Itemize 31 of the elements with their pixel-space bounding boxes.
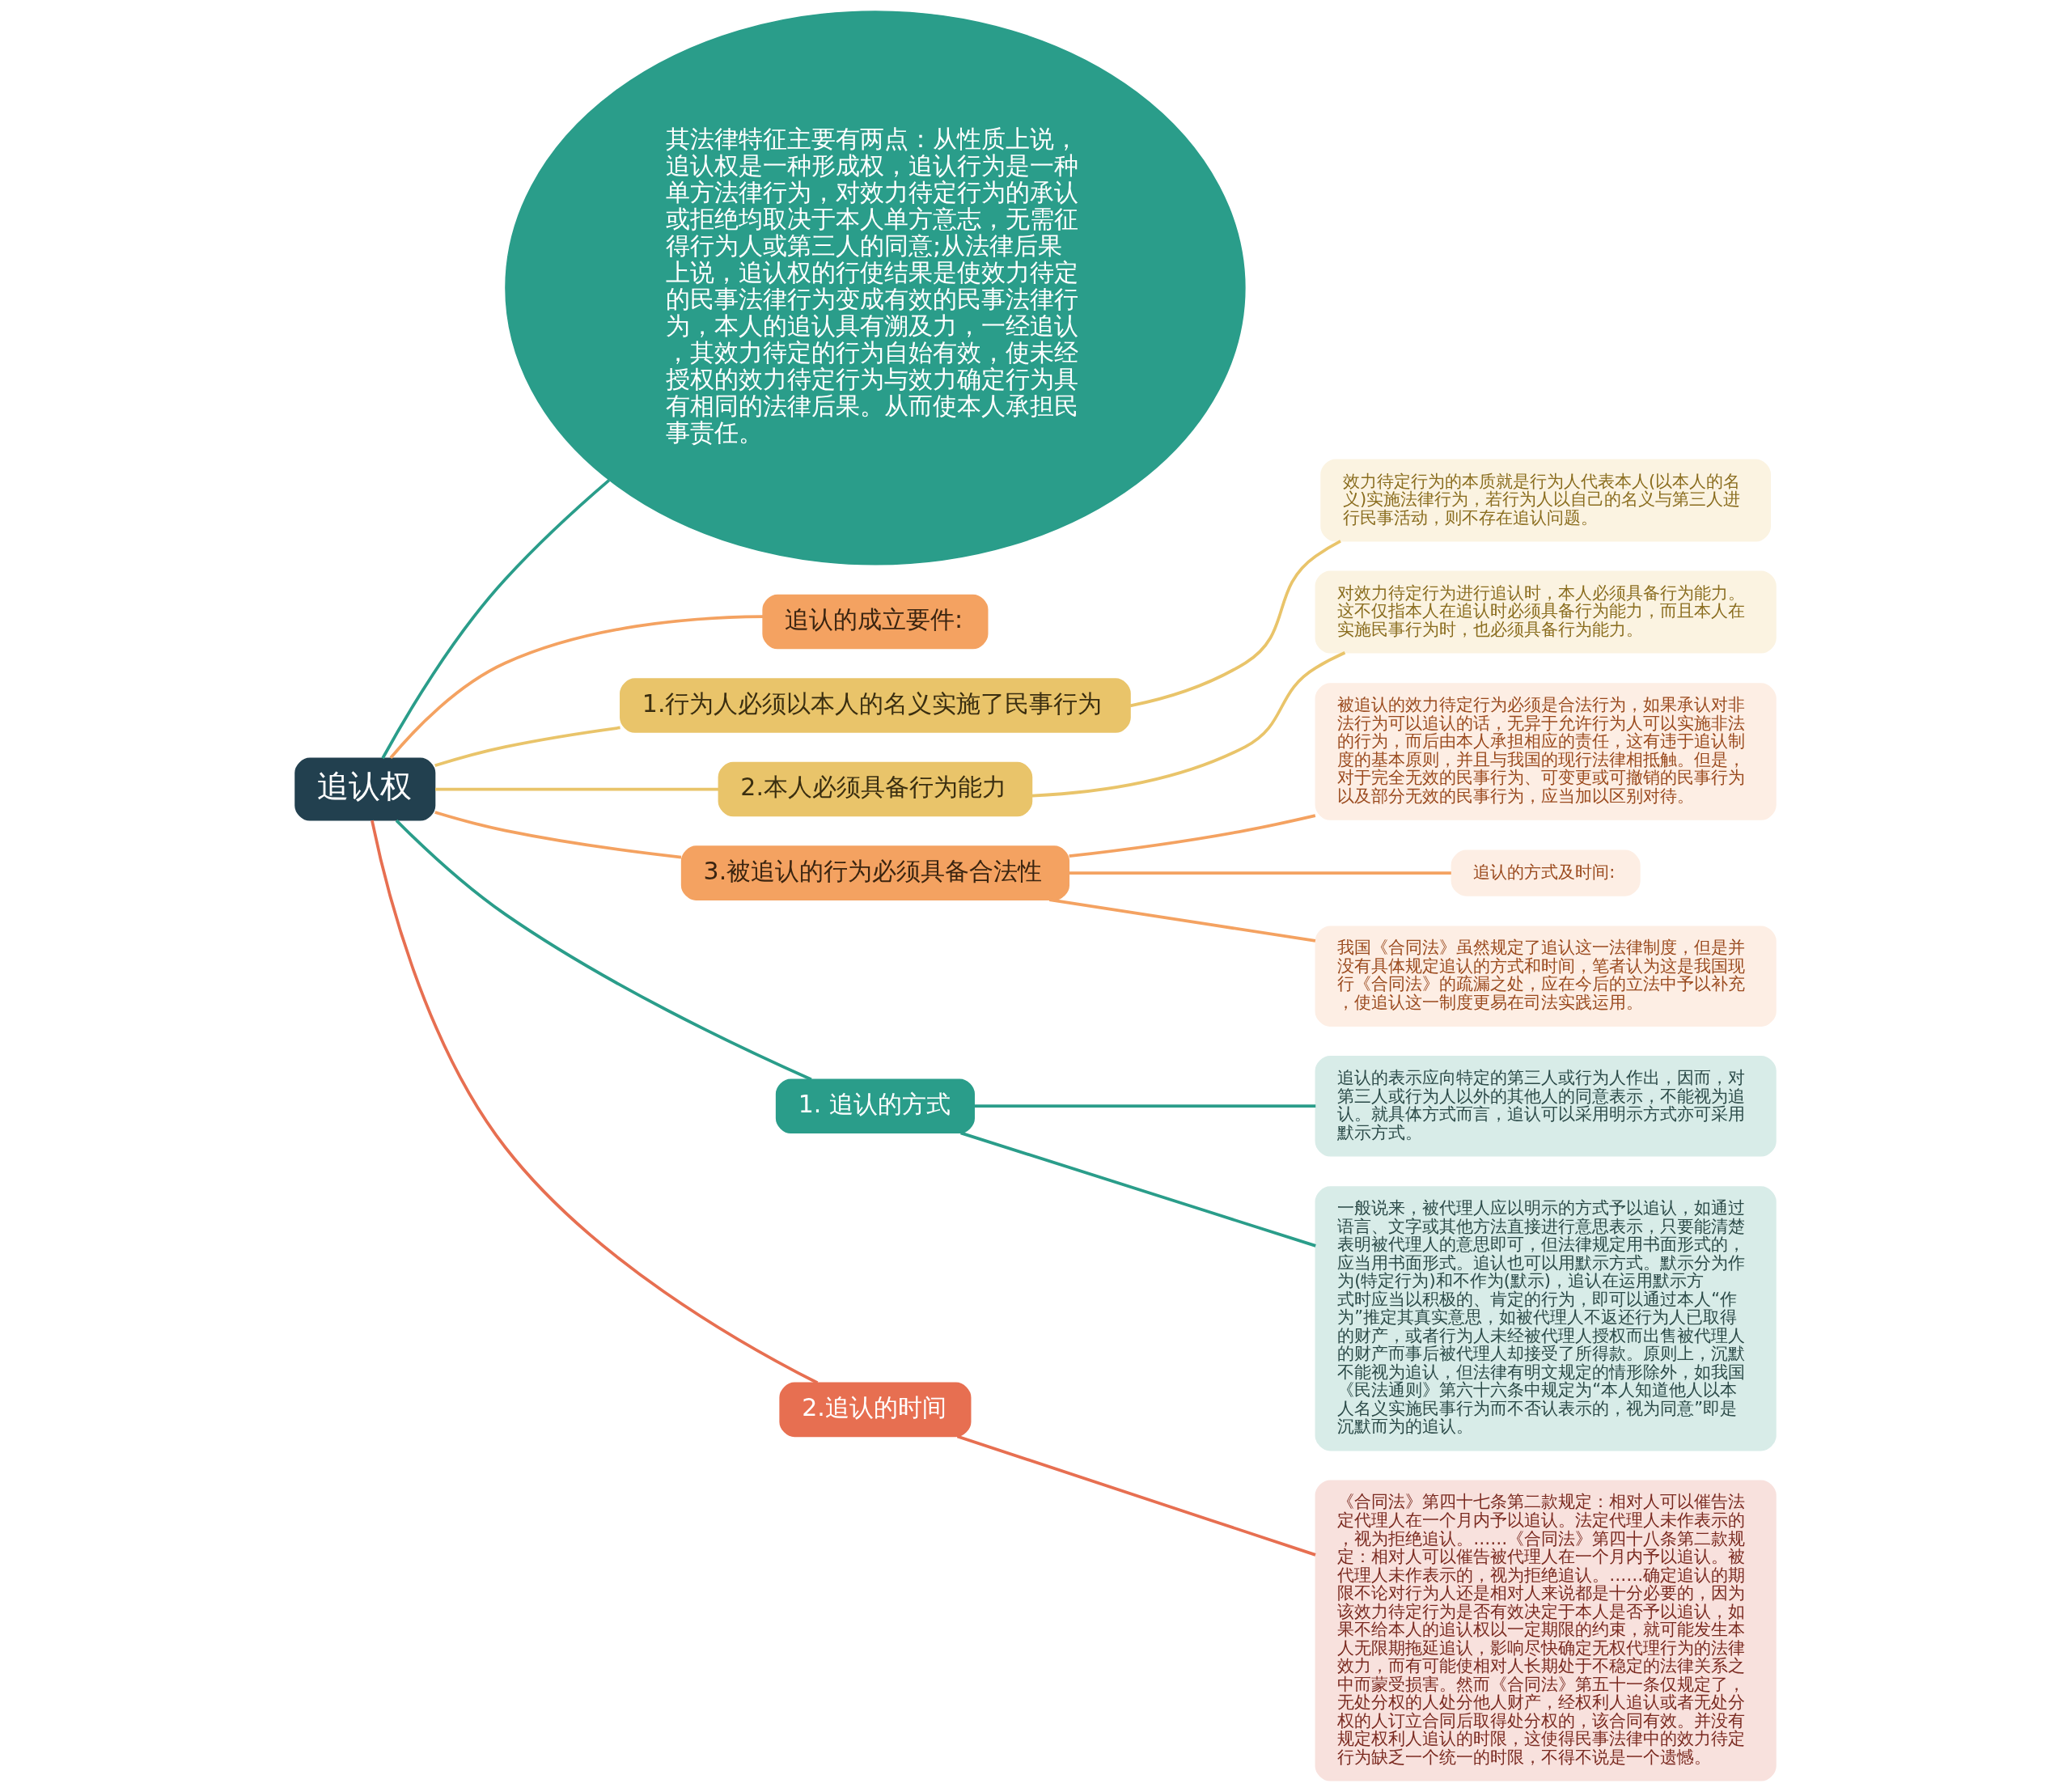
connector <box>956 1434 1316 1557</box>
node-box: 一般说来，被代理人应以明示的方式予以追认，如通过语言、文字或其他方法直接进行意思表示，只要能清楚表明被代理人的意思即可，但法律规定用书面形式的，应当用书面形式。追认也可以用默示方式。默示分为作为(特定行为)和不作为(默示)，追认在运用默示方式时应当以积极的、肯定的行为，即可以通过本人“作为”推定其真实意思，如被代理人不返还行为人已取得的财产，或者行为人未经被代理人授权而出售被代理人的财产而事后被代理人却接受了所得款。原则上，沉默不能视为追认，但法律有明文规定的情形除外，如我国《民法通则》第六十六条中规定为“本人知道他人以本人名义实施民事行为而不否认表示的，视为同意”即是沉默而为的追认。 <box>1315 1186 1777 1451</box>
connector <box>1069 814 1316 858</box>
node-box: 被追认的效力待定行为必须是合法行为，如果承认对非法行为可以追认的话，无异于允许行为人可以实施非法的行为，而后由本人承担相应的责任，这有违于追认制度的基本原则，并且与我国的现行法律相抵触。但是，对于完全无效的民事行为、可变更或可撤销的民事行为以及部分无效的民事行为，应当加以区别对待。 <box>1315 683 1777 820</box>
node-box: 追认的表示应向特定的第三人或行为人作出，因而，对第三人或行为人以外的其他人的同意表示，不能视为追认。就具体方式而言，追认可以采用明示方式亦可采用默示方式。 <box>1315 1055 1777 1157</box>
node-ellipse: 其法律特征主要有两点：从性质上说，追认权是一种形成权，追认行为是一种单方法律行为，对效力待定行为的承认或拒绝均取决于本人单方意志，无需征得行为人或第三人的同意;从法律后果上说，追认权的行使结果是使效力待定的民事法律行为变成有效的民事法律行为，本人的追认具有溯及力，一经追认，其效力待定的行为自始有效，使未经授权的效力待定行为与效力确定行为具有相同的法律后果。从而使本人承担民事责任。 <box>505 11 1246 566</box>
node-box: 3.被追认的行为必须具备合法性 <box>680 845 1069 900</box>
node-box: 追认权 <box>294 757 436 821</box>
node-box: 效力待定行为的本质就是行为人代表本人(以本人的名义)实施法律行为，若行为人以自己的名义与第三人进行民事活动，则不存在追认问题。 <box>1320 459 1771 542</box>
node-box: 2.本人必须具备行为能力 <box>718 761 1033 817</box>
node-box: 1. 追认的方式 <box>775 1078 975 1133</box>
connector <box>1048 898 1316 943</box>
connector <box>960 1131 1316 1248</box>
connector <box>974 1104 1316 1108</box>
connector <box>434 811 682 859</box>
node-box: 《合同法》第四十七条第二款规定：相对人可以催告法定代理人在一个月内予以追认。法定代理人未作表示的，视为拒绝追认。……《合同法》第四十八条第二款规定：相对人可以催告被代理人在一个月内予以追认。被代理人未作表示的，视为拒绝追认。……确定追认的期限不论对行为人还是相对人来说都是十分必要的，因为该效力待定行为是否有效决定于本人是否予以追认，如果不给本人的追认权以一定期限的约束，就可能发生本人无限期拖延追认，影响尽快确定无权代理行为的法律效力，而有可能使相对人长期处于不稳定的法律关系之中而蒙受损害。然而《合同法》第五十一条仅规定了，无处分权的人处分他人财产，经权利人追认或者无处分权的人订立合同后取得处分权的，该合同有效。并没有规定权利人追认的时限，这使得民事法律中的效力待定行为缺乏一个统一的时限，不得不说是一个遗憾。 <box>1315 1480 1777 1781</box>
node-box: 对效力待定行为进行追认时，本人必须具备行为能力。这不仅指本人在追认时必须具备行为能力，而且本人在实施民事行为时，也必须具备行为能力。 <box>1315 570 1777 654</box>
connector <box>389 615 764 759</box>
node-box: 追认的成立要件: <box>762 594 989 650</box>
connector <box>371 820 819 1384</box>
node-box: 我国《合同法》虽然规定了追认这一法律制度，但是并没有具体规定追认的方式和时间，笔者认为这是我国现行《合同法》的疏漏之处，应在今后的立法中予以补充，使追认这一制度更易在司法实践运用。 <box>1315 926 1777 1027</box>
connector <box>435 787 719 791</box>
connector <box>434 726 620 768</box>
node-box: 追认的方式及时间: <box>1451 849 1641 896</box>
connector <box>1129 540 1341 708</box>
connector <box>1069 871 1451 875</box>
node-box: 1.行为人必须以本人的名义实施了民事行为 <box>620 678 1131 733</box>
connector <box>381 479 611 760</box>
connector <box>395 819 812 1081</box>
connector <box>1031 651 1346 798</box>
node-box: 2.追认的时间 <box>779 1382 972 1438</box>
